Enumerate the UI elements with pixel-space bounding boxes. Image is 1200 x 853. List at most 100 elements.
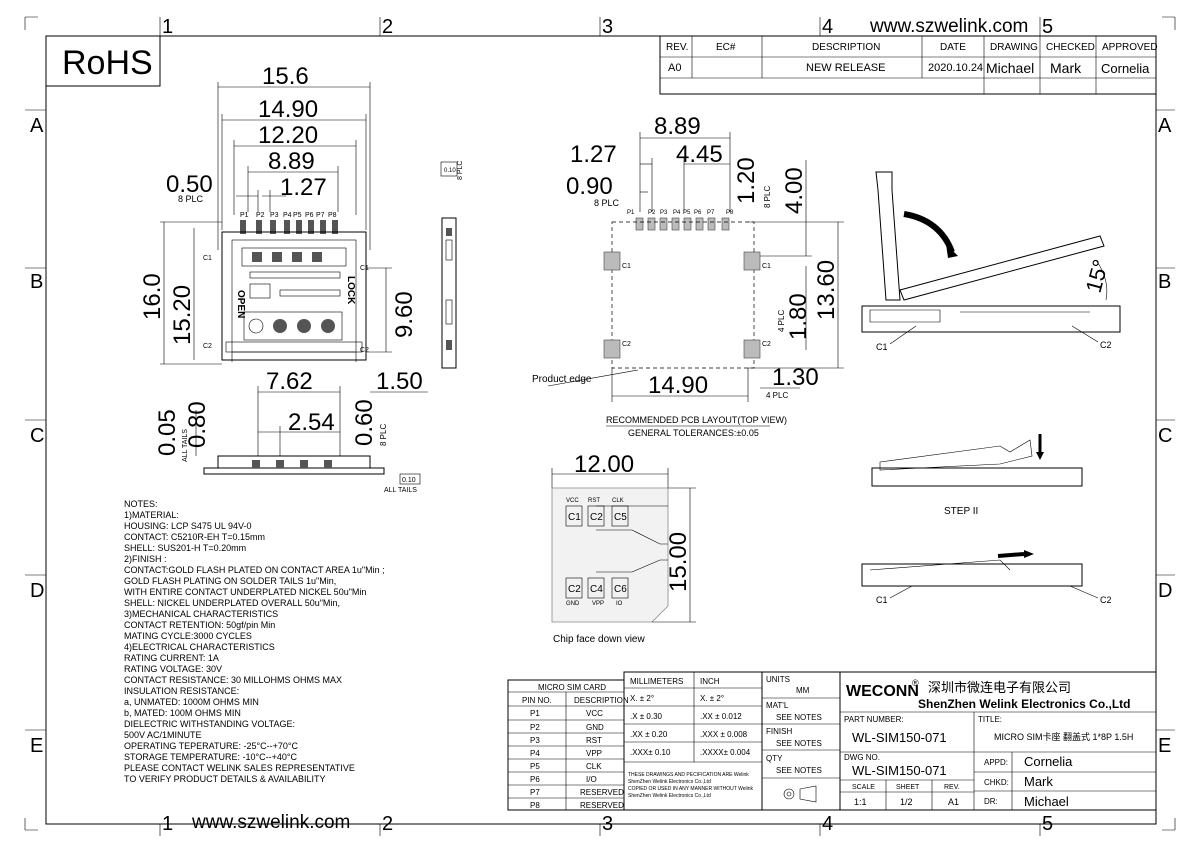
rev-header-drawing: DRAWING [990,42,1038,53]
c2-label-left: C2 [203,343,212,350]
row-label-a-right: A [1158,115,1172,137]
pin-table-cell: P3 [530,736,540,745]
pin-table: MICRO SIM CARD PIN NO. DESCRIPTION P1 VC… [507,679,629,811]
row-label-a: A [30,115,44,137]
note-line: a, UNMATED: 1000M OHMS MIN [124,697,259,707]
website-top[interactable]: www.szwelink.com [869,16,1028,37]
website-bottom[interactable]: www.szwelink.com [191,812,350,833]
note-line: SHELL: SUS201-H T=0.20mm [124,543,246,553]
pcb-dim-1-30: 1.30 [772,364,819,391]
pin-label-p5: P5 [293,212,302,219]
row-label-c: C [30,425,44,447]
sheet-frame [24,16,1176,836]
pcb-dim-13-60: 13.60 [813,260,840,320]
pcb-layout-caption: RECOMMENDED PCB LAYOUT(TOP VIEW) [606,415,787,425]
pcb-c2-left: C2 [622,341,631,348]
pcb-dim-0-90: 0.90 [566,173,613,200]
note-line: OPERATING TEPERATURE: -25°C--+70°C [124,741,298,751]
revision-table: REV. EC# DESCRIPTION DATE DRAWING CHECKE… [659,35,1158,95]
tol-0-10-side: 0.10 [444,168,456,174]
row-label-b-right: B [1158,271,1171,293]
dim-0-05: 0.05 [154,409,181,456]
chip-label-vcc: VCC [566,498,579,504]
scale-label: SCALE [852,784,875,791]
rev-value-checked: Mark [1050,60,1082,76]
pcb-dim-1-20: 1.20 [733,157,760,204]
rohs-box: RoHS [45,35,161,87]
connector-front-view: 7.62 2.54 1.50 0.05 0.80 ALL TAILS 0.60 … [154,368,428,494]
dr-label: DR: [984,797,998,806]
tolerance-table: MILLIMETERS INCH X. ± 2° X. ± 2° .X ± 0.… [623,671,763,811]
rev-value-approved: Cornelia [1101,61,1150,76]
note-line: 1)MATERIAL: [124,510,179,520]
sheet-value: 1/2 [900,797,913,807]
chip-height-15-00: 15.00 [665,532,692,592]
note-line: PLEASE CONTACT WELINK SALES REPRESENTATI… [124,763,355,773]
grid-row-labels: A B C D E A B C D E [30,115,1172,757]
side-c1-label: C1 [876,342,888,352]
note-line: CONTACT RESISTANCE: 30 MILLOHMS OHMS MAX [124,675,342,685]
company-name-cn: 深圳市微连电子有限公司 [928,680,1071,695]
finish-label: FINISH [766,727,792,736]
title-label: TITLE: [978,715,1002,724]
chip-face-caption: Chip face down view [553,634,645,645]
rev-header-date: DATE [940,42,966,53]
pin-table-cell: I/O [586,775,597,784]
rev-value-date: 2020.10.24 [928,62,983,74]
connector-side-open-view: 15° C1 C2 STEP II C1 C2 [861,171,1121,605]
pcb-c1-right: C1 [762,263,771,270]
title-value: MICRO SIM卡座 翻盖式 1*8P 1.5H [994,731,1133,742]
rev-header-description: DESCRIPTION [812,42,880,53]
disclaimer-line: ShenZhen Welink Electronics Co.,Ltd [628,779,711,785]
side-c2-label: C2 [1100,340,1112,350]
pcb-4-plc-vert: 4 PLC [777,310,786,332]
pcb-dim-4-45: 4.45 [676,141,723,168]
part-number-label: PART NUMBER: [844,715,904,724]
general-tolerance-label: GENERAL TOLERANCES:±0.05 [628,428,759,438]
chip-label-io: IO [616,601,623,607]
col-label-2-bottom: 2 [382,813,393,835]
pcb-pin-p1: P1 [627,210,635,216]
pcb-dim-1-80: 1.80 [785,293,812,340]
dr-value: Michael [1024,794,1069,809]
notes-block: NOTES: 1)MATERIAL: HOUSING: LCP S475 UL … [124,499,385,784]
chip-cell-c4: C4 [590,584,603,595]
dim-width-12-20: 12.20 [258,122,318,149]
col-label-4-bottom: 4 [822,813,833,835]
note-line: DIELECTRIC WITHSTANDING VOLTAGE: [124,719,295,729]
pcb-dim-1-27: 1.27 [570,141,617,168]
chip-face-view: 12.00 15.00 VCC RST CLK C1 C2 C5 C2 C4 C… [551,451,696,645]
top-pins [240,220,338,234]
angle-15-label: 15° [1081,257,1114,296]
pcb-pin-p7: P7 [707,210,715,216]
company-name-en: ShenZhen Welink Electronics Co.,Ltd [918,697,1130,711]
connector-top-view: 15.6 14.90 12.20 8.89 0.50 8 PLC 1.27 P1… [139,63,418,365]
pcb-c1-left: C1 [622,263,631,270]
units-column: UNITS MM MAT'L SEE NOTES FINISH SEE NOTE… [761,671,841,811]
pin-label-p1: P1 [240,212,249,219]
c1-label-right: C1 [360,265,369,272]
row-label-e: E [30,735,43,757]
note-line: CONTACT:GOLD FLASH PLATED ON CONTACT ARE… [124,565,385,575]
pin-label-p6: P6 [305,212,314,219]
note-line: NOTES: [124,499,158,509]
note-line: 4)ELECTRICAL CHARACTERISTICS [124,642,275,652]
dim-height-9-60: 9.60 [391,291,418,338]
closed-c1-label: C1 [876,595,888,605]
col-label-5: 5 [1042,16,1053,38]
pcb-dim-14-90: 14.90 [648,372,708,399]
row-label-d-right: D [1158,580,1172,602]
dwg-no-label: DWG NO. [844,753,880,762]
units-value: MM [796,686,810,695]
dim-width-14-90: 14.90 [258,96,318,123]
rev-value-drawing: Michael [986,60,1034,76]
col-label-5-bottom: 5 [1042,813,1053,835]
pin-table-cell: RESERVED [580,801,624,810]
tol-cell: .XXX ± 0.008 [700,730,748,739]
part-number-value: WL-SIM150-071 [852,730,947,745]
disclaimer-line: COPIED OR USED IN ANY MANNER WITHOUT Wel… [628,786,754,792]
pin-table-cell: GND [586,723,604,732]
rev-value-description: NEW RELEASE [806,62,885,74]
